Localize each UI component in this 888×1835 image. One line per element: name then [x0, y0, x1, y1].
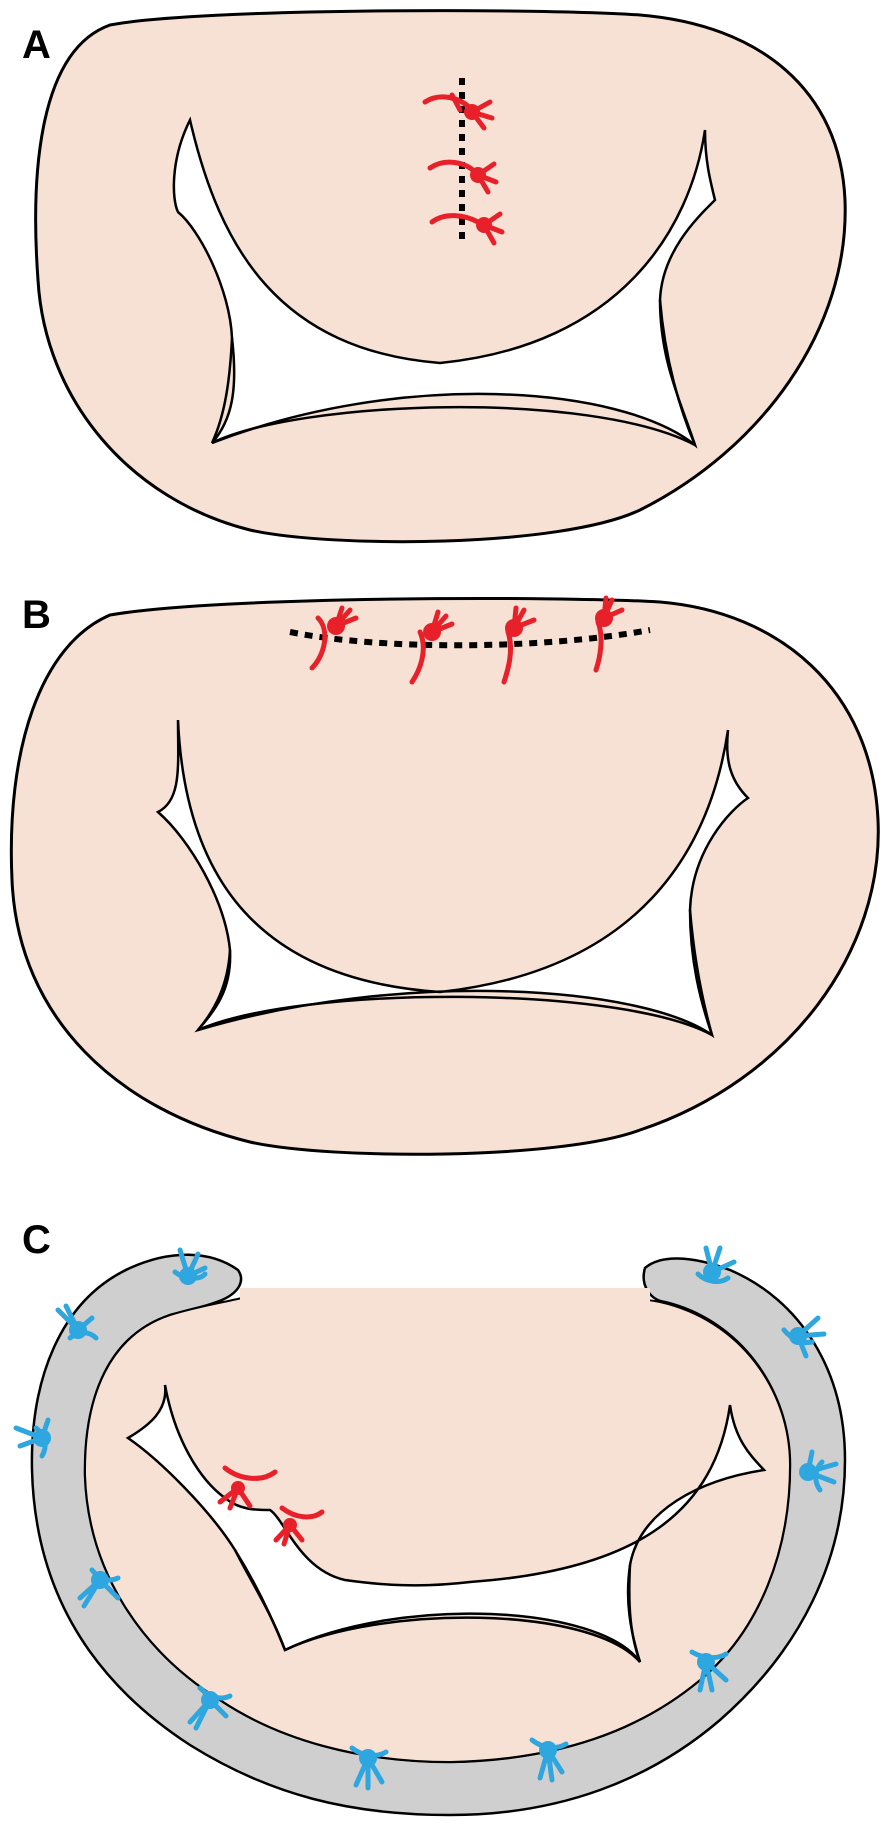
red-sutures-c — [217, 1465, 325, 1547]
panel-label-a: A — [22, 23, 51, 67]
leaflet-line-b2 — [197, 949, 232, 1031]
leaflet-line-a — [211, 405, 696, 447]
blue-suture-11 — [695, 1245, 737, 1284]
suture-b-1 — [309, 605, 359, 671]
leaflet-line-c — [284, 1616, 641, 1663]
suture-c-2 — [273, 1505, 325, 1547]
leaflet-line-c2 — [233, 1549, 287, 1651]
blue-suture-10 — [781, 1315, 827, 1359]
valve-diagram-c — [13, 1245, 847, 1817]
valve-orifice-b — [155, 719, 750, 1039]
suture-a-1 — [422, 92, 495, 131]
leaflet-line-b — [197, 995, 713, 1037]
blue-sutures-c — [13, 1245, 839, 1791]
red-sutures-b — [309, 595, 625, 685]
panel-b: B — [0, 590, 888, 1190]
blue-suture-7 — [529, 1737, 569, 1783]
blue-suture-5 — [187, 1685, 233, 1731]
suture-a-2 — [427, 159, 499, 195]
blue-suture-1 — [172, 1247, 208, 1285]
valve-annulus-a — [34, 9, 847, 544]
valve-diagram-b — [9, 595, 880, 1156]
suture-a-3 — [429, 211, 505, 246]
panel-label-c: C — [22, 1218, 51, 1262]
suture-c-1 — [217, 1465, 278, 1511]
red-sutures-a — [422, 92, 505, 246]
blue-suture-9 — [799, 1449, 839, 1493]
valve-diagram-a — [34, 9, 847, 544]
suture-b-4 — [593, 595, 625, 673]
valve-annulus-b — [9, 596, 880, 1156]
leaflet-line-a2 — [210, 337, 234, 444]
blue-suture-8 — [689, 1649, 729, 1693]
panel-label-b: B — [22, 593, 51, 637]
suture-b-2 — [409, 609, 455, 685]
leaflet-line-c3 — [628, 1564, 642, 1663]
leaflet-line-a3 — [658, 299, 697, 446]
suture-b-3 — [501, 605, 537, 685]
blue-suture-3 — [13, 1417, 51, 1459]
blue-suture-6 — [349, 1745, 389, 1791]
blue-suture-4 — [77, 1567, 121, 1609]
leaflet-line-b3 — [688, 909, 714, 1036]
valve-orifice-a — [172, 116, 717, 449]
tissue-top-edge — [240, 1288, 650, 1304]
panel-a: A — [0, 0, 888, 560]
panel-c: C — [0, 1210, 888, 1835]
blue-suture-2 — [55, 1303, 99, 1341]
